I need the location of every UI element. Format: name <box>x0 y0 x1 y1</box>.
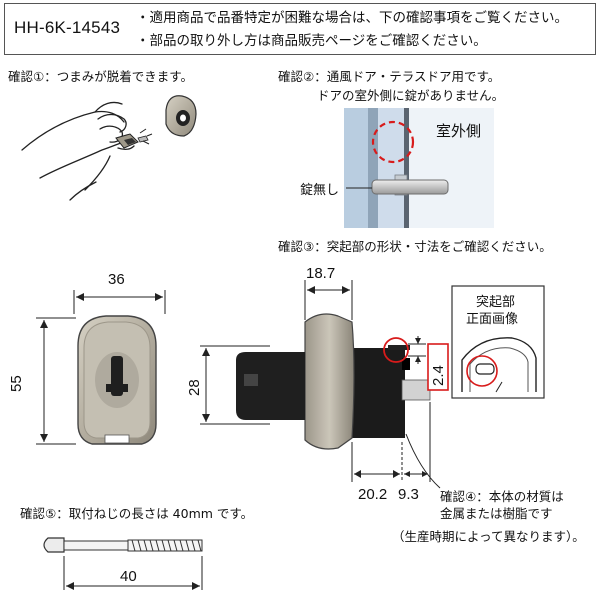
dimension-spindle-length: 9.3 <box>398 486 419 503</box>
escutcheon-front <box>77 315 157 445</box>
check-5-text: 確認⑤：取付ねじの長さは 40mm です。 <box>20 506 254 521</box>
check-2-text-line1: 確認②：通風ドア・テラスドア用です。 <box>278 69 501 84</box>
check-4-text-line3: （生産時期によって異なります）。 <box>392 529 585 544</box>
hand-illustration <box>21 101 135 201</box>
dimension-knob-height: 28 <box>186 379 203 396</box>
dim-protrusion-lines <box>408 336 449 391</box>
dim-height-lines <box>36 317 76 445</box>
check-4-text-line1: 確認④：本体の材質は <box>440 489 564 504</box>
dimension-base-depth: 20.2 <box>358 486 388 503</box>
no-lock-label: 錠無し <box>300 183 340 198</box>
dim-depth-lines <box>304 280 353 320</box>
dim-base-lines <box>351 402 431 482</box>
header-note-1: ・適用商品で品番特定が困難な場合は、下の確認事項をご覧ください。 <box>136 10 568 26</box>
protrusion-highlight-circle <box>383 337 409 363</box>
check-3-text: 確認③：突起部の形状・寸法をご確認ください。 <box>278 239 552 254</box>
escutcheon-small <box>165 95 197 137</box>
dimension-height: 55 <box>8 375 25 392</box>
check-4-text-line2: 金属または樹脂です <box>440 506 553 521</box>
outdoor-side-label: 室外側 <box>436 122 482 140</box>
check-1-text: 確認①：つまみが脱着できます。 <box>8 69 193 84</box>
dim-screw-lines <box>63 556 203 590</box>
door-photo <box>344 108 494 228</box>
front-image-label: 正面画像 <box>466 312 519 327</box>
dimension-screw-length: 40 <box>120 568 137 585</box>
check-2-text-line2: ドアの室外側に錠がありません。 <box>317 88 505 103</box>
check-4-leader <box>405 433 441 489</box>
dimension-protrusion: 2.4 <box>430 365 447 386</box>
header-box <box>4 3 596 55</box>
dim-knob-height-lines <box>200 345 270 425</box>
protrusion-inset <box>451 285 545 399</box>
dimension-depth: 18.7 <box>306 265 336 282</box>
side-view <box>236 313 431 450</box>
product-code: HH-6K-14543 <box>14 18 121 37</box>
dim-width-lines <box>73 290 166 314</box>
screw-illustration <box>43 537 203 553</box>
detached-knob-small <box>115 128 153 149</box>
dimension-width: 36 <box>108 271 125 288</box>
header-note-2: ・部品の取り外し方は商品販売ページをご確認ください。 <box>136 33 487 49</box>
protrusion-label: 突起部 <box>476 295 516 310</box>
